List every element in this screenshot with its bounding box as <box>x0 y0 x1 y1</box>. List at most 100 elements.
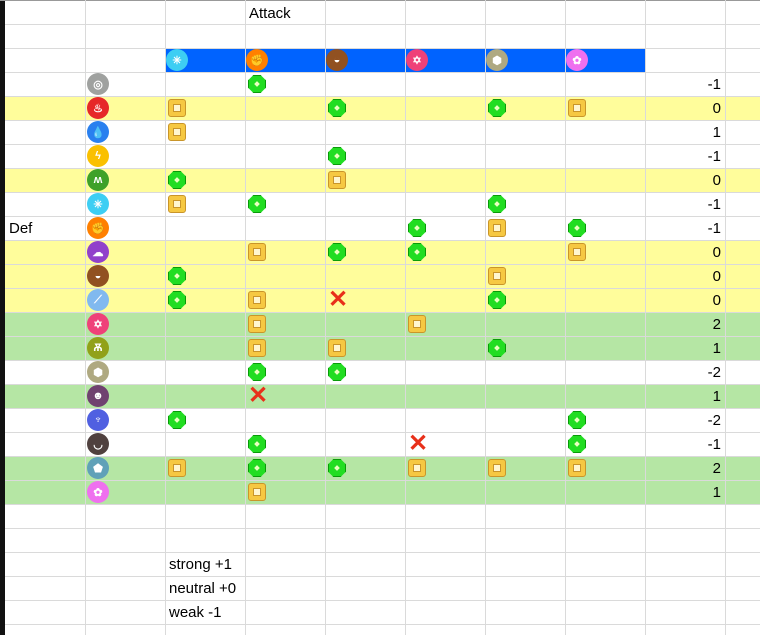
column-gridline <box>405 0 406 635</box>
ice-defense-type-icon: ✳ <box>87 193 109 215</box>
fairy-defense-type-icon: ✿ <box>87 481 109 503</box>
row-gridline <box>5 624 760 625</box>
neutral-mark-icon[interactable] <box>488 459 506 477</box>
weak-mark-icon[interactable]: ✕ <box>328 286 349 313</box>
strong-mark-icon[interactable] <box>168 267 186 285</box>
row-gridline <box>5 552 760 553</box>
score-cell[interactable]: -1 <box>707 76 721 93</box>
row-gridline <box>5 600 760 601</box>
weak-mark-icon[interactable]: ✕ <box>248 382 269 409</box>
fighting-defense-type-icon: ✊ <box>87 217 109 239</box>
strong-mark-icon[interactable] <box>168 411 186 429</box>
legend-strong: strong +1 <box>169 556 232 573</box>
strong-mark-icon[interactable] <box>568 219 586 237</box>
column-gridline <box>725 0 726 635</box>
neutral-mark-icon[interactable] <box>328 171 346 189</box>
row-gridline <box>5 456 760 457</box>
score-cell[interactable]: -1 <box>707 148 721 165</box>
neutral-mark-icon[interactable] <box>568 99 586 117</box>
strong-mark-icon[interactable] <box>568 435 586 453</box>
neutral-mark-icon[interactable] <box>168 99 186 117</box>
column-gridline <box>245 0 246 635</box>
strong-mark-icon[interactable] <box>408 219 426 237</box>
row-gridline <box>5 408 760 409</box>
row-gridline <box>5 120 760 121</box>
score-cell[interactable]: -1 <box>707 196 721 213</box>
strong-mark-icon[interactable] <box>328 99 346 117</box>
score-cell[interactable]: 1 <box>712 340 721 357</box>
score-cell[interactable]: -1 <box>707 436 721 453</box>
neutral-mark-icon[interactable] <box>488 267 506 285</box>
weak-mark-icon[interactable]: ✕ <box>408 430 429 457</box>
strong-mark-icon[interactable] <box>328 243 346 261</box>
score-cell[interactable]: 0 <box>712 244 721 261</box>
strong-mark-icon[interactable] <box>488 339 506 357</box>
score-cell[interactable]: 0 <box>712 100 721 117</box>
neutral-mark-icon[interactable] <box>248 339 266 357</box>
row-gridline <box>5 144 760 145</box>
row-gridline <box>5 288 760 289</box>
ground-attack-type-icon: ◒ <box>326 49 348 71</box>
neutral-mark-icon[interactable] <box>568 459 586 477</box>
neutral-mark-icon[interactable] <box>408 459 426 477</box>
strong-mark-icon[interactable] <box>328 363 346 381</box>
score-cell[interactable]: -1 <box>707 220 721 237</box>
row-gridline <box>5 384 760 385</box>
row-gridline <box>5 312 760 313</box>
strong-mark-icon[interactable] <box>488 99 506 117</box>
strong-mark-icon[interactable] <box>248 195 266 213</box>
steel-defense-type-icon: ⬟ <box>87 457 109 479</box>
score-cell[interactable]: -2 <box>707 364 721 381</box>
strong-mark-icon[interactable] <box>408 243 426 261</box>
top-border <box>0 0 760 1</box>
row-gridline <box>5 48 760 49</box>
water-defense-type-icon: 💧 <box>87 121 109 143</box>
row-highlight <box>5 313 760 336</box>
strong-mark-icon[interactable] <box>248 435 266 453</box>
strong-mark-icon[interactable] <box>328 459 346 477</box>
column-gridline <box>565 0 566 635</box>
strong-mark-icon[interactable] <box>248 363 266 381</box>
rock-attack-type-icon: ⬢ <box>486 49 508 71</box>
score-cell[interactable]: 0 <box>712 268 721 285</box>
legend-neutral: neutral +0 <box>169 580 237 597</box>
score-cell[interactable]: 2 <box>712 316 721 333</box>
strong-mark-icon[interactable] <box>568 411 586 429</box>
strong-mark-icon[interactable] <box>248 459 266 477</box>
neutral-mark-icon[interactable] <box>328 339 346 357</box>
legend-weak: weak -1 <box>169 604 222 621</box>
row-highlight <box>5 289 760 312</box>
ghost-defense-type-icon: ☻ <box>87 385 109 407</box>
neutral-mark-icon[interactable] <box>168 459 186 477</box>
psychic-defense-type-icon: ✡ <box>87 313 109 335</box>
strong-mark-icon[interactable] <box>248 75 266 93</box>
strong-mark-icon[interactable] <box>168 171 186 189</box>
neutral-mark-icon[interactable] <box>248 315 266 333</box>
strong-mark-icon[interactable] <box>488 195 506 213</box>
row-gridline <box>5 192 760 193</box>
neutral-mark-icon[interactable] <box>168 195 186 213</box>
row-gridline <box>5 480 760 481</box>
score-cell[interactable]: 1 <box>712 484 721 501</box>
normal-defense-type-icon: ◎ <box>87 73 109 95</box>
neutral-mark-icon[interactable] <box>248 243 266 261</box>
score-cell[interactable]: 1 <box>712 388 721 405</box>
neutral-mark-icon[interactable] <box>248 483 266 501</box>
neutral-mark-icon[interactable] <box>168 123 186 141</box>
row-gridline <box>5 432 760 433</box>
strong-mark-icon[interactable] <box>168 291 186 309</box>
score-cell[interactable]: 0 <box>712 292 721 309</box>
neutral-mark-icon[interactable] <box>408 315 426 333</box>
strong-mark-icon[interactable] <box>488 291 506 309</box>
score-cell[interactable]: 2 <box>712 460 721 477</box>
column-gridline <box>165 0 166 635</box>
neutral-mark-icon[interactable] <box>488 219 506 237</box>
strong-mark-icon[interactable] <box>328 147 346 165</box>
score-cell[interactable]: -2 <box>707 412 721 429</box>
score-cell[interactable]: 0 <box>712 172 721 189</box>
neutral-mark-icon[interactable] <box>248 291 266 309</box>
row-gridline <box>5 96 760 97</box>
neutral-mark-icon[interactable] <box>568 243 586 261</box>
score-cell[interactable]: 1 <box>712 124 721 141</box>
